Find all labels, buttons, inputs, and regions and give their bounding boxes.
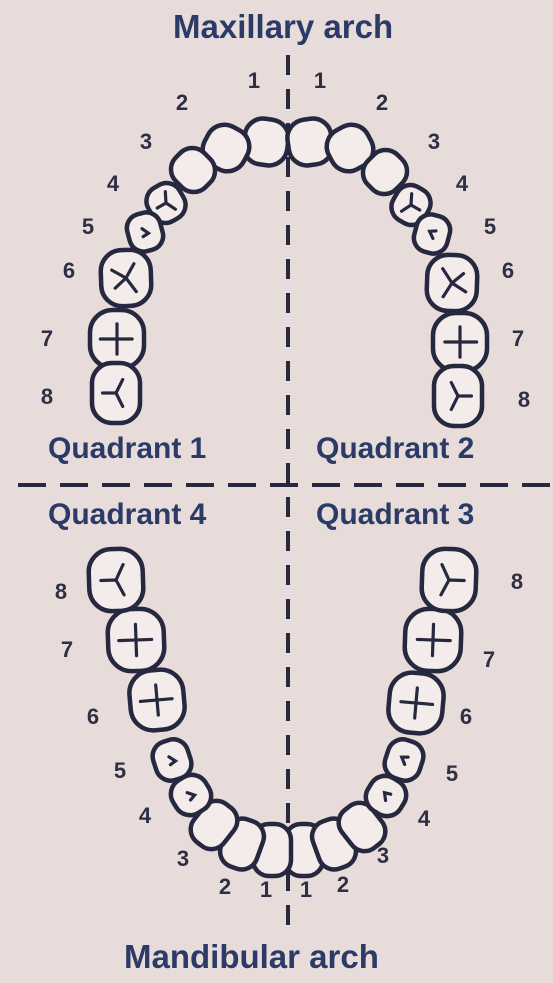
tooth-number-maxillary-left-2: 2 xyxy=(376,90,388,115)
tooth-mandibular-right-8 xyxy=(88,548,144,612)
tooth-number-maxillary-right-4: 4 xyxy=(107,171,120,196)
tooth-number-maxillary-right-3: 3 xyxy=(140,129,152,154)
tooth-number-maxillary-left-3: 3 xyxy=(428,129,440,154)
tooth-maxillary-right-8 xyxy=(92,363,140,423)
tooth-maxillary-right-6 xyxy=(100,249,152,307)
tooth-number-mandibular-left-4: 4 xyxy=(418,806,431,831)
tooth-number-mandibular-right-2: 2 xyxy=(219,874,231,899)
tooth-maxillary-right-7 xyxy=(90,310,144,368)
tooth-number-maxillary-right-2: 2 xyxy=(176,90,188,115)
tooth-number-mandibular-right-3: 3 xyxy=(177,846,189,871)
tooth-mandibular-right-7 xyxy=(107,608,165,672)
tooth-number-mandibular-left-7: 7 xyxy=(483,647,495,672)
tooth-number-mandibular-right-8: 8 xyxy=(55,579,67,604)
tooth-maxillary-left-7 xyxy=(433,313,487,371)
tooth-mandibular-right-6 xyxy=(127,668,186,732)
tooth-number-maxillary-right-6: 6 xyxy=(63,258,75,283)
tooth-number-maxillary-left-8: 8 xyxy=(518,387,530,412)
mandibular-arch-title: Mandibular arch xyxy=(124,938,379,976)
quadrant-1-label: Quadrant 1 xyxy=(48,432,206,466)
tooth-mandibular-left-8 xyxy=(421,548,477,612)
tooth-maxillary-left-6 xyxy=(426,254,478,312)
quadrant-3-label: Quadrant 3 xyxy=(316,498,474,532)
tooth-number-mandibular-left-6: 6 xyxy=(460,704,472,729)
tooth-number-mandibular-right-4: 4 xyxy=(139,803,152,828)
tooth-number-maxillary-left-7: 7 xyxy=(512,326,524,351)
tooth-number-mandibular-right-1: 1 xyxy=(260,877,272,902)
quadrant-2-label: Quadrant 2 xyxy=(316,432,474,466)
tooth-mandibular-left-7 xyxy=(404,608,462,672)
tooth-number-mandibular-left-3: 3 xyxy=(377,843,389,868)
quadrant-4-label: Quadrant 4 xyxy=(48,498,206,532)
tooth-number-mandibular-right-7: 7 xyxy=(61,637,73,662)
tooth-number-mandibular-right-5: 5 xyxy=(114,758,126,783)
tooth-number-maxillary-right-7: 7 xyxy=(41,326,53,351)
tooth-number-maxillary-left-1: 1 xyxy=(314,68,326,93)
tooth-number-mandibular-left-2: 2 xyxy=(337,872,349,897)
tooth-mandibular-left-6 xyxy=(386,671,445,735)
tooth-number-maxillary-left-5: 5 xyxy=(484,214,496,239)
maxillary-arch-title: Maxillary arch xyxy=(173,8,393,46)
tooth-number-maxillary-right-5: 5 xyxy=(82,214,94,239)
tooth-number-maxillary-left-6: 6 xyxy=(502,258,514,283)
tooth-number-maxillary-right-1: 1 xyxy=(248,68,260,93)
tooth-maxillary-left-8 xyxy=(434,366,482,426)
tooth-number-maxillary-left-4: 4 xyxy=(456,171,469,196)
tooth-number-mandibular-left-5: 5 xyxy=(446,761,458,786)
tooth-number-mandibular-left-1: 1 xyxy=(300,877,312,902)
tooth-number-maxillary-right-8: 8 xyxy=(41,384,53,409)
tooth-number-mandibular-left-8: 8 xyxy=(511,569,523,594)
tooth-number-mandibular-right-6: 6 xyxy=(87,704,99,729)
